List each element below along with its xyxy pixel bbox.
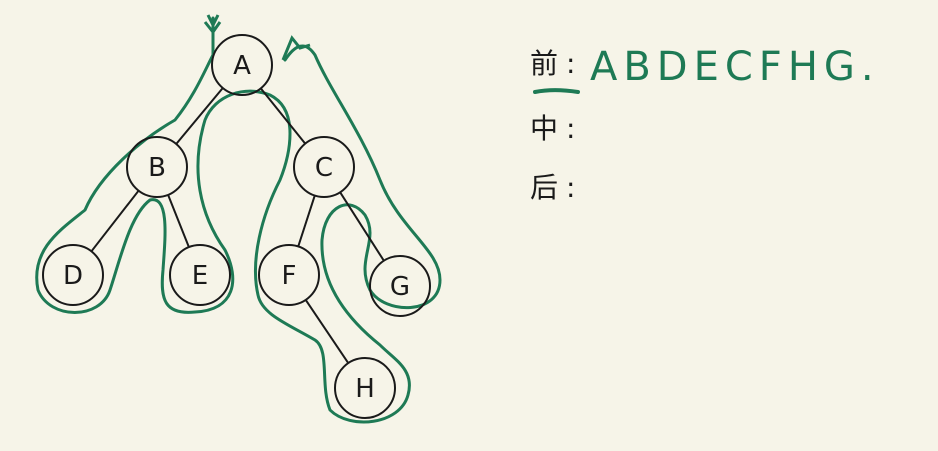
preorder-underline <box>533 88 580 94</box>
node-label-D: D <box>63 261 83 291</box>
edge-C-G <box>339 191 385 262</box>
postorder-separator: : <box>566 171 575 204</box>
node-label-A: A <box>233 51 251 81</box>
node-circle-D <box>42 244 104 306</box>
node-circle-C <box>293 136 355 198</box>
end-arrow-icon <box>281 35 311 61</box>
node-label-B: B <box>148 153 166 183</box>
inorder-label: 中 <box>530 112 558 145</box>
preorder-separator: : <box>566 47 575 80</box>
node-circle-B <box>126 136 188 198</box>
node-circle-G <box>369 255 431 317</box>
tree-nodes: A B C D E F G H <box>42 34 431 419</box>
edge-A-B <box>175 87 224 145</box>
node-label-E: E <box>192 261 208 291</box>
postorder-label: 后 <box>530 171 558 204</box>
node-B: B <box>126 136 188 198</box>
edge-A-C <box>260 87 306 145</box>
node-label-G: G <box>390 272 410 302</box>
traversal-notes: 前 : ABDECFHG. 中 : 后 : <box>530 44 880 204</box>
traversal-contour <box>35 16 442 424</box>
node-circle-H <box>334 357 396 419</box>
node-label-C: C <box>315 153 333 183</box>
node-E: E <box>169 244 231 306</box>
node-D: D <box>42 244 104 306</box>
node-H: H <box>334 357 396 419</box>
node-C: C <box>293 136 355 198</box>
node-label-F: F <box>282 261 297 291</box>
node-label-H: H <box>355 374 375 404</box>
edge-C-F <box>297 195 316 247</box>
edge-F-H <box>304 299 350 364</box>
edge-B-D <box>90 190 140 252</box>
inorder-separator: : <box>566 112 575 145</box>
preorder-sequence: ABDECFHG. <box>590 44 880 90</box>
node-circle-F <box>258 244 320 306</box>
start-arrow-icon <box>203 14 222 35</box>
preorder-label: 前 <box>530 47 558 80</box>
node-circle-E <box>169 244 231 306</box>
tree-edges <box>90 87 385 364</box>
edge-B-E <box>167 194 190 248</box>
node-circle-A <box>211 34 273 96</box>
node-G: G <box>369 255 431 317</box>
node-F: F <box>258 244 320 306</box>
node-A: A <box>211 34 273 96</box>
